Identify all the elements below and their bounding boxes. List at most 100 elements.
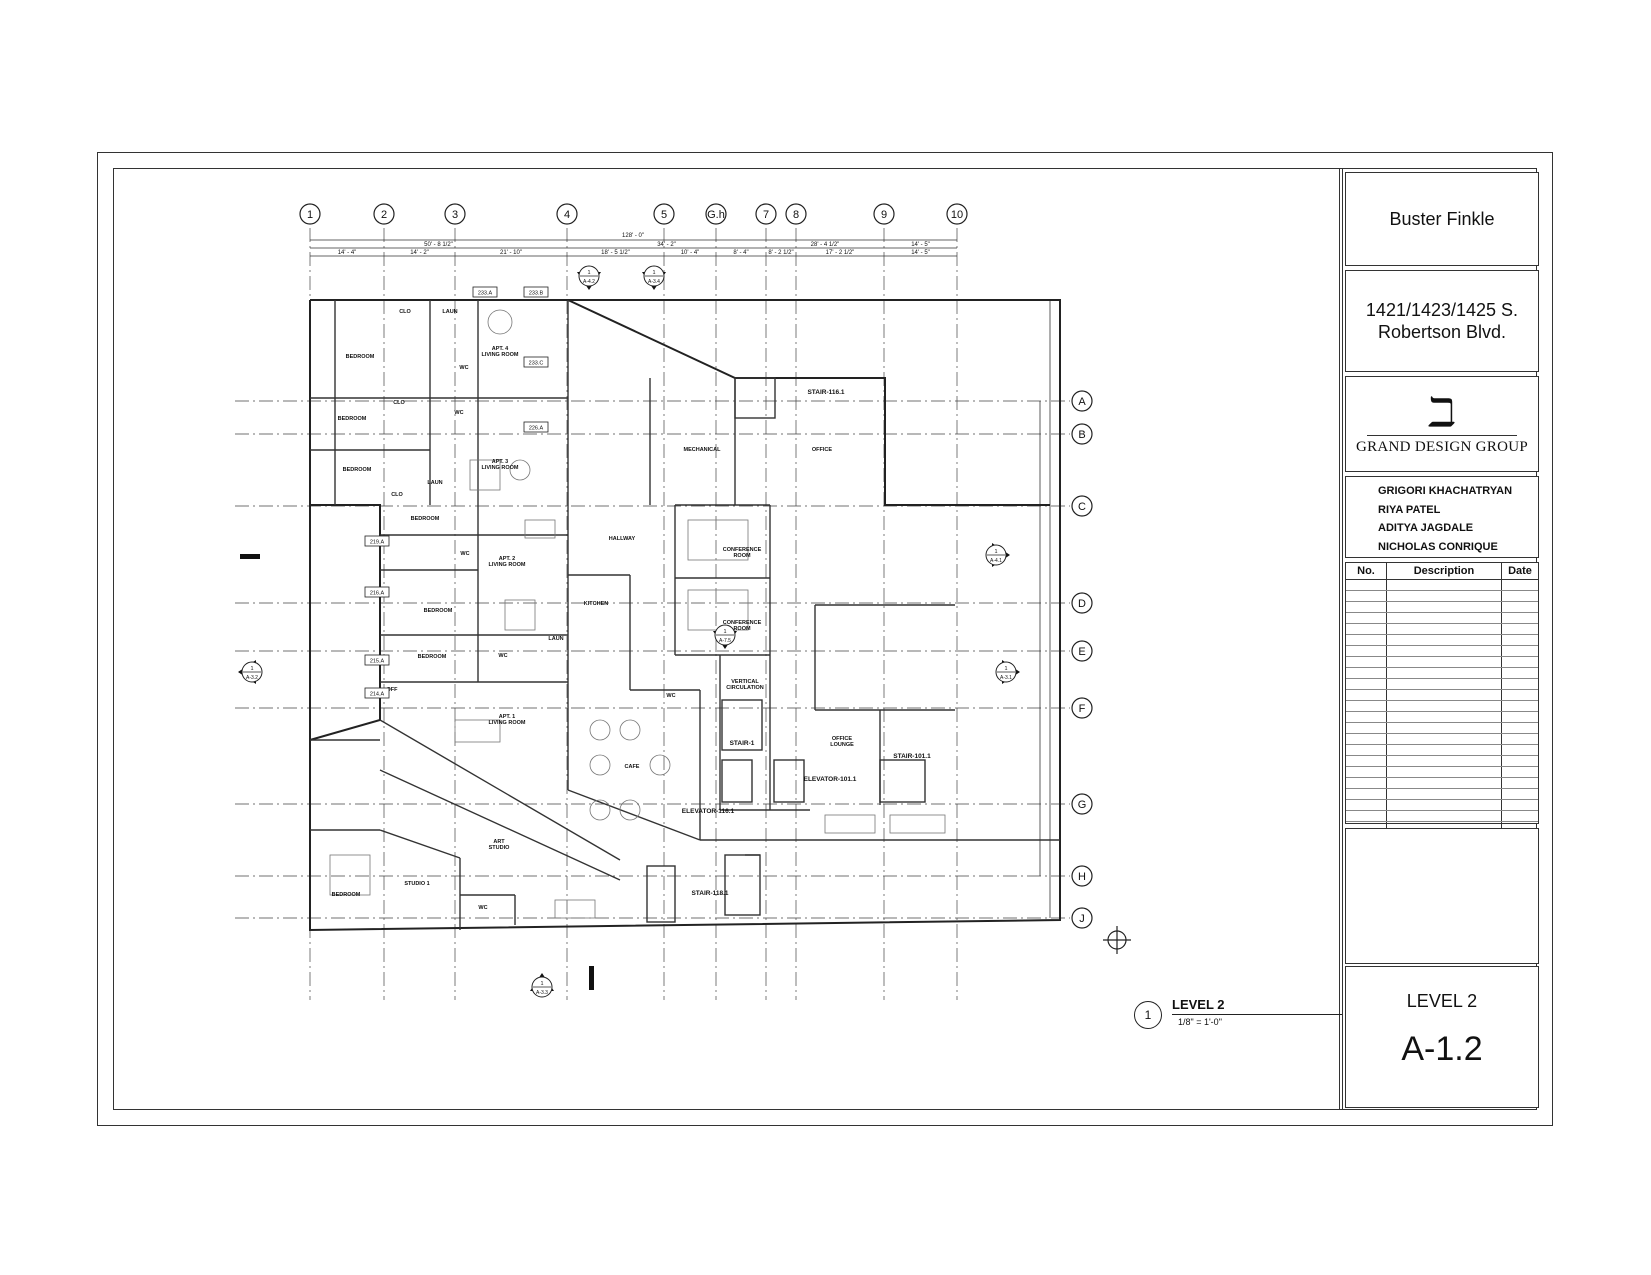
revision-cell [1386, 799, 1502, 811]
grid-bubble-1 [299, 203, 321, 225]
door-tag: 214.A [370, 692, 385, 698]
address-line-1: 1421/1423/1425 S. [1365, 300, 1519, 320]
room-name: BEDROOM [343, 467, 372, 473]
room-name: MECHANICAL [684, 447, 722, 453]
revision-row [1346, 788, 1538, 800]
section-number: 1 [250, 666, 253, 672]
stamp-area-cell [1345, 828, 1539, 964]
section-number: 1 [1004, 666, 1007, 672]
grid-label-10: 10 [951, 209, 963, 221]
revision-row [1346, 612, 1538, 624]
revision-cell [1346, 590, 1387, 602]
dim-text: 28' - 4 1/2" [811, 242, 840, 248]
revision-cell [1386, 656, 1502, 668]
revision-cell [1501, 645, 1538, 657]
grid-bubble-5 [653, 203, 675, 225]
view-name: LEVEL 2 [1172, 997, 1225, 1012]
door-tag-box [523, 421, 549, 433]
room-name: WC [460, 551, 469, 557]
team-member: NICHOLAS CONRIQUE [1378, 540, 1498, 553]
revision-cell [1386, 722, 1502, 734]
grid-bubble-D [1071, 592, 1093, 614]
grid-bubble-C [1071, 495, 1093, 517]
revision-cell [1501, 733, 1538, 745]
room-name: STUDIO [489, 845, 511, 851]
logo-rule [1367, 434, 1517, 436]
north-arrow-icon [1103, 926, 1131, 954]
door-tag-box [523, 286, 549, 298]
revision-cell [1346, 689, 1387, 701]
room-name: LIVING ROOM [482, 352, 519, 358]
section-sheet: A-4.1 [990, 558, 1002, 564]
room-name: LOUNGE [830, 742, 854, 748]
grid-label-C: C [1078, 501, 1086, 513]
grid-bubble-9 [873, 203, 895, 225]
room-name: CLO [393, 400, 405, 406]
revision-cell [1346, 777, 1387, 789]
revisions-table-cell: No. Description Date [1345, 562, 1539, 844]
interior-walls [310, 300, 1060, 930]
grid-label-4: 4 [564, 209, 570, 221]
revision-cell [1386, 601, 1502, 613]
door-tag-box [472, 286, 498, 298]
grid-label-G.h: G.h [707, 209, 725, 221]
grid-bubble-3 [444, 203, 466, 225]
project-address-cell: 1421/1423/1425 S. Robertson Blvd. [1345, 270, 1539, 372]
revision-cell [1346, 799, 1387, 811]
team-member: ADITYA JAGDALE [1378, 522, 1474, 534]
revision-cell [1386, 766, 1502, 778]
dim-text: 34' - 2" [657, 242, 676, 248]
vertical-label: STAIR-1 [730, 740, 755, 747]
revision-cell [1386, 777, 1502, 789]
room-name: LAUN [442, 309, 457, 315]
room-name: HALLWAY [609, 536, 636, 542]
grid-label-D: D [1078, 598, 1086, 610]
view-number-bubble: 1 [1134, 1001, 1162, 1029]
revision-cell [1386, 579, 1502, 591]
room-name: BEDROOM [332, 892, 361, 898]
room-name: BEDROOM [338, 416, 367, 422]
team-member: GRIGORI KHACHATRYAN [1378, 485, 1513, 497]
revision-row [1346, 799, 1538, 811]
dim-text: 14' - 5" [911, 242, 930, 248]
rev-no-header: No. [1346, 563, 1387, 580]
room-name: ART [493, 839, 505, 845]
client-name: Buster Finkle [1389, 208, 1495, 229]
section-markers: 1A-4.21A-3.41A-4.11A-3.21A-3.11A-7.51A-3… [238, 265, 1020, 998]
room-name: CONFERENCE [723, 547, 762, 553]
door-tag-box [364, 586, 390, 598]
dim-text-overall: 128' - 0" [622, 233, 644, 239]
grid-bubble-H [1071, 865, 1093, 887]
revision-cell [1501, 579, 1538, 591]
room-name: CAFE [625, 764, 640, 770]
room-name: APT. 1 [499, 714, 516, 720]
view-title-rule [1172, 1014, 1342, 1015]
revision-cell [1501, 788, 1538, 800]
client-name-cell: Buster Finkle [1345, 172, 1539, 266]
grid-label-G: G [1078, 799, 1087, 811]
revision-cell [1346, 667, 1387, 679]
grid-label-3: 3 [452, 209, 458, 221]
room-name: WC [454, 410, 463, 416]
section-number: 1 [587, 270, 590, 276]
dim-text: 21' - 10" [500, 250, 522, 256]
grid-bubble-8 [785, 203, 807, 225]
vertical-label: STAIR-116.1 [807, 389, 844, 396]
section-sheet: A-3.1 [1000, 675, 1012, 681]
door-tag-box [364, 687, 390, 699]
revision-row [1346, 645, 1538, 657]
revision-cell [1346, 579, 1387, 591]
revision-row [1346, 667, 1538, 679]
revision-cell [1501, 656, 1538, 668]
vertical-label: ELEVATOR-116.1 [682, 808, 735, 815]
dimension-strings: 128' - 0"50' - 8 1/2"34' - 2"28' - 4 1/2… [310, 233, 1051, 918]
revision-row [1346, 810, 1538, 822]
sheet-title: LEVEL 2 [1406, 991, 1478, 1011]
room-name: WC [478, 905, 487, 911]
sheet-outer-border [97, 152, 1553, 1126]
revision-row [1346, 579, 1538, 591]
rev-date-header: Date [1501, 563, 1538, 580]
